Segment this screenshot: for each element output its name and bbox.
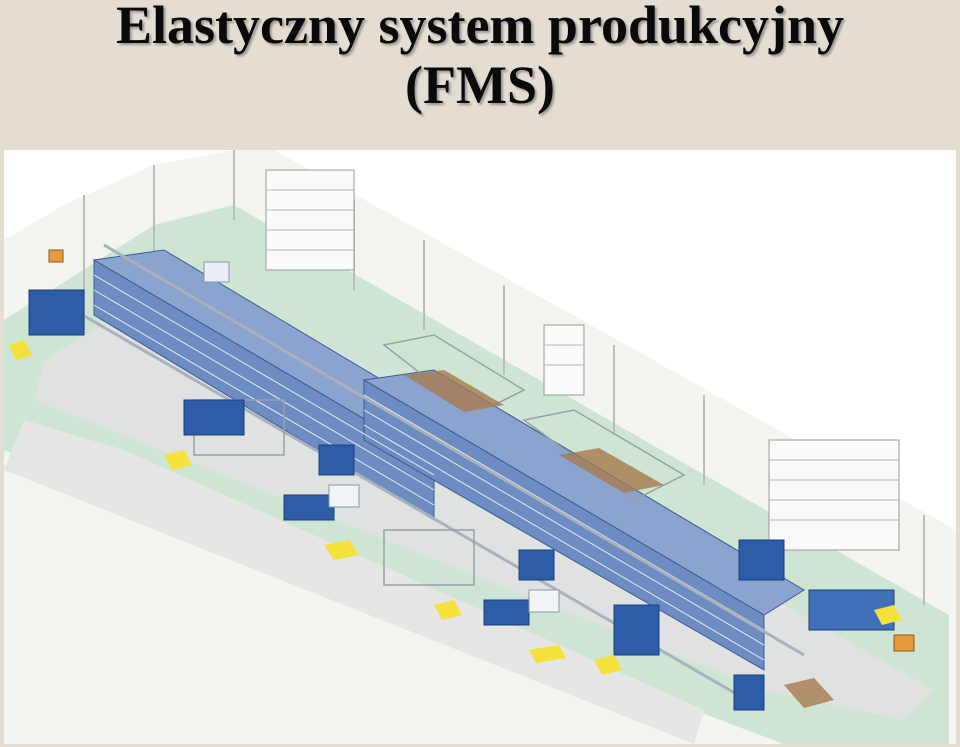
- safety-zone-markings: [9, 340, 902, 675]
- fms-factory-illustration: [4, 150, 956, 744]
- aisle-lower: [4, 420, 704, 744]
- title-line-2: (FMS): [405, 55, 555, 115]
- factory-layout-drawing: [4, 150, 956, 744]
- forklift-icons: [48, 249, 915, 652]
- wall-shelf-racks: [265, 169, 900, 551]
- processing-machines: [28, 261, 895, 711]
- pallet-rows: [404, 370, 834, 708]
- slide-title: Elastyczny system produkcyjny (FMS): [0, 0, 960, 150]
- title-line-1: Elastyczny system produkcyjny: [115, 0, 845, 55]
